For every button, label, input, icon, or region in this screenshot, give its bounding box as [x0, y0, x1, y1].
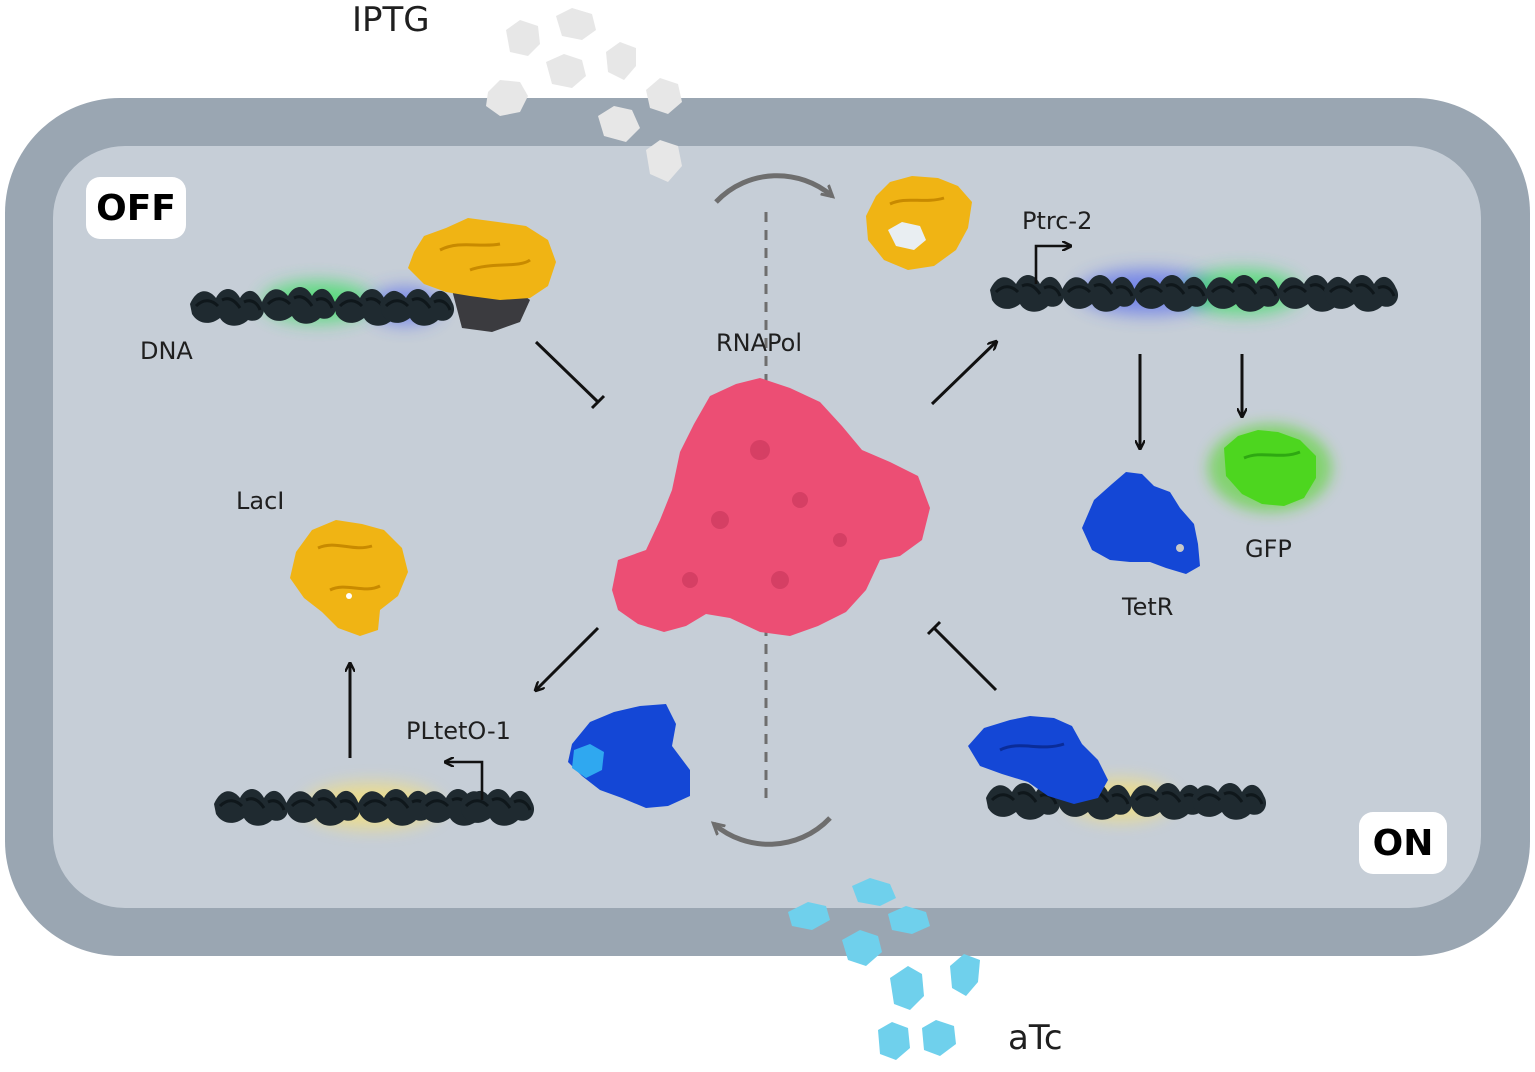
pltet-label: PLtetO-1 — [406, 717, 511, 745]
ptrc-promoter-arrow — [1034, 246, 1070, 284]
iptg-label: IPTG — [352, 0, 430, 40]
gfp-label: GFP — [1245, 535, 1292, 563]
laci-protein — [290, 520, 408, 636]
ptrc-label: Ptrc-2 — [1022, 207, 1093, 235]
laci-iptg-complex — [866, 176, 972, 270]
tetr-bound-protein — [968, 716, 1108, 804]
repression-arrow-top-left — [534, 340, 600, 404]
gfp-protein — [1224, 430, 1316, 506]
cycle-arrow-bottom — [714, 816, 832, 847]
tetr-protein — [1082, 472, 1200, 574]
tetr-label: TetR — [1122, 593, 1174, 621]
dna-bottom-left — [212, 784, 536, 828]
tetr-atc-complex — [568, 704, 690, 808]
laci-bound-protein — [408, 218, 556, 300]
activation-arrow-bottom-left — [536, 626, 600, 690]
dna-label: DNA — [140, 337, 193, 365]
dna-bottom-right — [984, 780, 1268, 822]
on-state-badge: ON — [1359, 812, 1447, 874]
atc-molecules — [788, 878, 980, 1060]
repression-arrow-bottom-right — [932, 626, 998, 692]
rnapol-protein — [612, 378, 930, 636]
cycle-arrow-top — [714, 173, 832, 204]
pltet-promoter-arrow — [446, 762, 484, 800]
iptg-molecules — [486, 8, 682, 182]
laci-label: LacI — [236, 487, 285, 515]
off-state-badge: OFF — [86, 177, 186, 239]
dna-top-right — [988, 270, 1400, 314]
rnapol-label: RNAPol — [716, 329, 803, 357]
activation-arrow-top-right — [930, 342, 996, 406]
atc-label: aTc — [1008, 1018, 1063, 1058]
